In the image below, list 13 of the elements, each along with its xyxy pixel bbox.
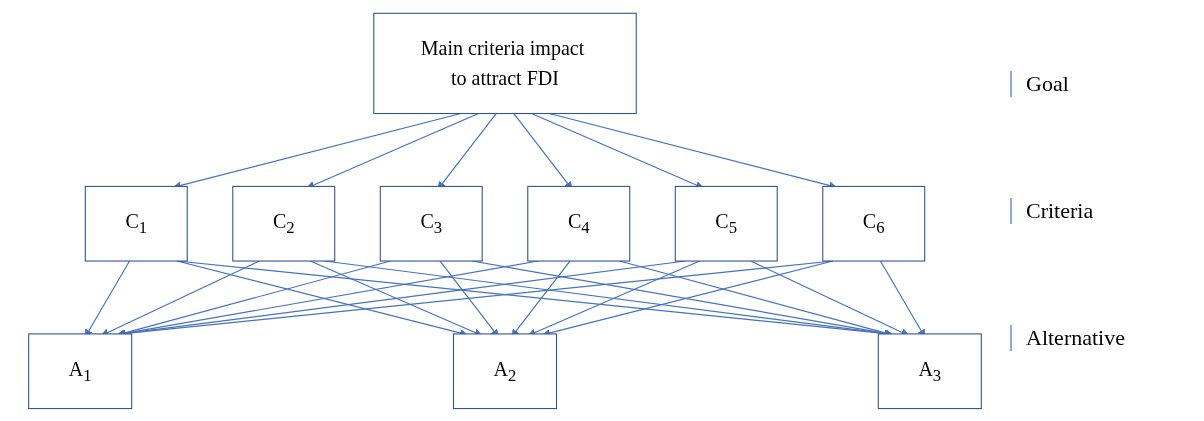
node-box: C$_{1}$ [84, 185, 188, 262]
level-label: Alternative [1010, 324, 1200, 351]
node-box: A$_{3}$ [877, 332, 982, 409]
node-box: C$_{4}$ [527, 185, 631, 262]
level-label: Goal [1010, 70, 1200, 97]
level-label: Criteria [1010, 197, 1200, 224]
node-box: C$_{2}$ [232, 185, 336, 262]
node-box: C$_{3}$ [379, 185, 483, 262]
node-box: Main criteria impact to attract FDI [373, 12, 637, 114]
node-box: A$_{1}$ [28, 332, 133, 409]
node-box: C$_{6}$ [822, 185, 926, 262]
node-box: A$_{2}$ [452, 332, 558, 409]
node-box: C$_{5}$ [674, 185, 778, 262]
